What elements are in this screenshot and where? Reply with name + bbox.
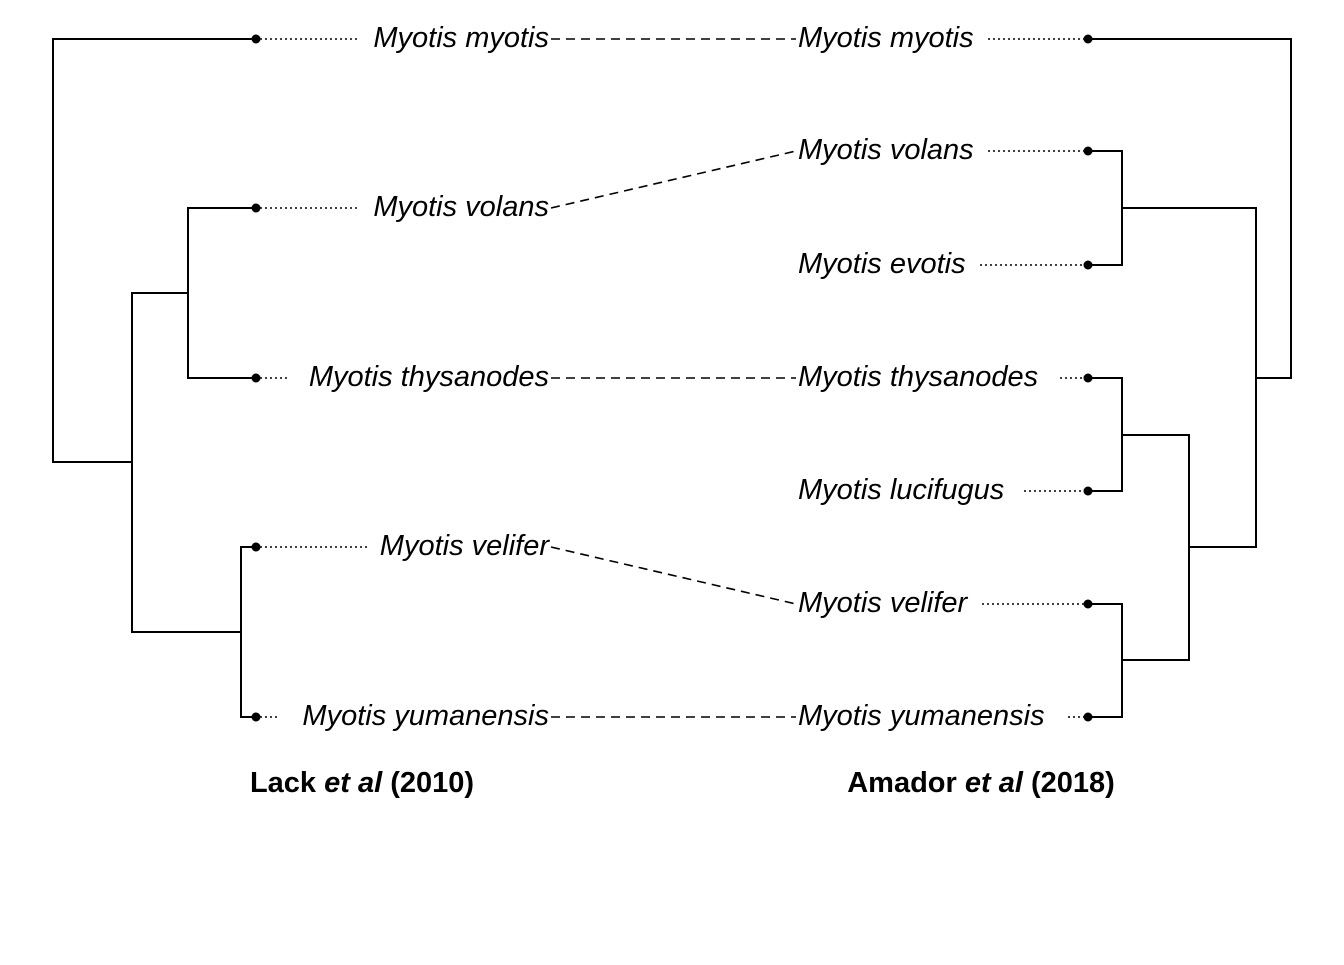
left-tip-labels: Myotis myotis Myotis volans Myotis thysa… (302, 22, 550, 732)
right-caption-suffix: (2018) (1023, 767, 1115, 799)
right-volans-evotis-branch (1087, 150, 1123, 266)
right-root-branch (1087, 38, 1292, 379)
right-tree: Myotis myotis Myotis volans Myotis evoti… (798, 22, 1292, 799)
right-tip-label: Myotis lucifugus (798, 474, 1004, 506)
right-thysanodes-lucifugus-branch (1087, 377, 1123, 492)
right-tip-label: Myotis velifer (798, 587, 969, 619)
left-tip-label: Myotis velifer (380, 530, 551, 562)
left-tip-leaders (260, 38, 367, 718)
right-caption-italic: et al (965, 767, 1024, 799)
left-tree-branches (52, 38, 257, 718)
right-tip-leaders (980, 38, 1084, 718)
right-caption-prefix: Amador (847, 767, 965, 799)
right-tip-label: Myotis thysanodes (798, 361, 1038, 393)
left-tip-label: Myotis yumanensis (302, 700, 549, 732)
left-tip-node (251, 542, 261, 552)
left-velifer-yumanensis-branch (240, 546, 257, 718)
left-tip-node (251, 712, 261, 722)
left-tip-label: Myotis myotis (373, 22, 549, 54)
left-tip-nodes (251, 34, 261, 722)
left-ingroup-branch (131, 292, 242, 633)
right-tip-label: Myotis evotis (798, 248, 966, 280)
left-tip-node (251, 203, 261, 213)
right-velifer-yumanensis-branch (1087, 603, 1123, 718)
left-caption-italic: et al (324, 767, 383, 799)
right-tree-caption: Amador et al (2018) (847, 767, 1115, 799)
left-caption-suffix: (2010) (382, 767, 474, 799)
left-tip-label: Myotis volans (373, 191, 549, 223)
left-tip-node (251, 373, 261, 383)
right-lower-clade-branch (1121, 434, 1190, 661)
right-tip-label: Myotis myotis (798, 22, 974, 54)
right-tree-branches (1087, 38, 1292, 718)
left-root-branch (52, 38, 257, 463)
link-myotis-volans (550, 150, 797, 209)
right-tip-label: Myotis yumanensis (798, 700, 1045, 732)
right-tip-labels: Myotis myotis Myotis volans Myotis evoti… (798, 22, 1045, 732)
left-volans-thysanodes-branch (187, 207, 257, 379)
left-tree: Myotis myotis Myotis volans Myotis thysa… (52, 22, 550, 799)
left-tip-label: Myotis thysanodes (309, 361, 549, 393)
left-caption-prefix: Lack (250, 767, 324, 799)
tanglegram-links (550, 38, 797, 718)
left-tree-caption: Lack et al (2010) (250, 767, 474, 799)
left-tip-node (251, 34, 261, 44)
link-myotis-velifer (550, 546, 797, 605)
right-tip-label: Myotis volans (798, 134, 974, 166)
